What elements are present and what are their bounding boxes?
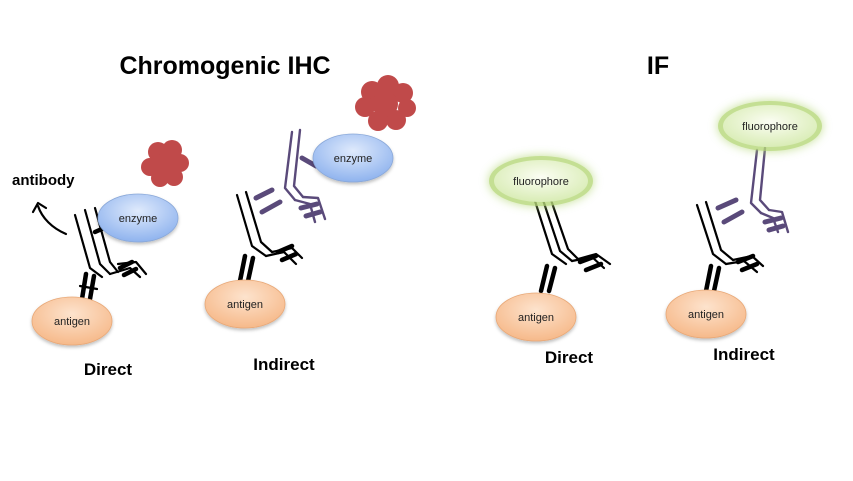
antigen-label: antigen	[54, 316, 90, 328]
antibody-pointer-arrow	[31, 201, 68, 236]
substrate-cloud	[355, 75, 416, 131]
fluorophore-label: fluorophore	[742, 121, 798, 133]
enzyme-oval	[312, 133, 394, 183]
fluorophore-oval	[723, 105, 817, 147]
fluorophore-oval	[494, 160, 588, 202]
substrate-cloud	[141, 140, 189, 187]
title-chromogenic-ihc: Chromogenic IHC	[119, 52, 330, 80]
antigen-oval	[665, 289, 747, 339]
primary-antibody	[235, 190, 304, 284]
antigen-label: antigen	[227, 299, 263, 311]
panel-ihc-direct: antibody enzyme antigen Direct	[12, 140, 189, 379]
enzyme-label: enzyme	[119, 213, 158, 225]
secondary-antibody	[715, 146, 790, 234]
antigen-label: antigen	[688, 309, 724, 321]
antibody-label: antibody	[12, 172, 75, 189]
fluorophore-label: fluorophore	[513, 176, 569, 188]
primary-antibody	[533, 198, 612, 294]
secondary-antibody	[253, 128, 327, 224]
primary-antibody	[695, 200, 765, 294]
enzyme-label: enzyme	[334, 153, 373, 165]
panel-if-direct: fluorophore antigen Direct	[489, 156, 612, 367]
panel-if-indirect: fluorophore antigen Indirect	[665, 101, 822, 364]
label-ihc-direct: Direct	[84, 360, 133, 379]
label-if-direct: Direct	[545, 348, 594, 367]
label-if-indirect: Indirect	[713, 345, 775, 364]
title-if: IF	[647, 52, 669, 80]
antigen-oval	[31, 296, 113, 346]
antigen-oval	[204, 279, 286, 329]
panel-ihc-indirect: enzyme antigen Indirect	[204, 75, 416, 374]
enzyme-oval	[97, 193, 179, 243]
primary-antibody	[73, 206, 148, 302]
label-ihc-indirect: Indirect	[253, 355, 315, 374]
antigen-label: antigen	[518, 312, 554, 324]
antigen-oval	[495, 292, 577, 342]
